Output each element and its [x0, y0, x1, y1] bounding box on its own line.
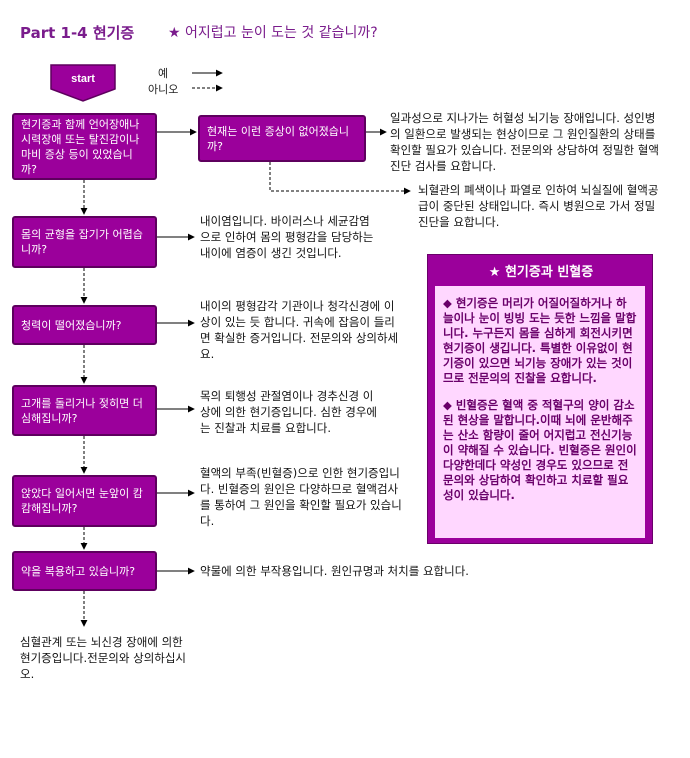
info-panel-body: ◆ 현기증은 머리가 어질어질하거나 하늘이나 눈이 빙빙 도는 듯한 느낌을 … [435, 286, 645, 538]
answer-2: 뇌혈관의 폐색이나 파열로 인하여 뇌실질에 혈액공급이 중단된 상태입니다. … [418, 183, 659, 229]
question-box-2: 현재는 이런 증상이 없어졌습니까? [198, 115, 366, 162]
question-box-5: 고개를 돌리거나 젖히면 더 심해집니까? [12, 385, 157, 436]
answer-4: 내이의 평형감각 기관이나 청각신경에 이상이 있는 듯 합니다. 귀속에 잡음… [200, 299, 399, 361]
start-label: start [71, 73, 95, 85]
answer-8: 심혈관계 또는 뇌신경 장애에 의한 현기증입니다.전문의와 상의하십시오. [20, 635, 187, 681]
answer-5: 목의 퇴행성 관절염이나 경추신경 이상에 의한 현기증입니다. 심한 경우에는… [200, 389, 377, 435]
answer-3: 내이염입니다. 바이러스나 세균감염으로 인하여 몸의 평형감을 담당하는 내이… [200, 214, 374, 260]
question-box-6: 앉았다 일어서면 눈앞이 캄캄해집니까? [12, 475, 157, 527]
part-title: Part 1-4 현기증 [20, 24, 135, 42]
info-panel-title: ★ 현기증과 빈혈증 [488, 265, 594, 280]
legend-yes-label: 예 [158, 67, 169, 80]
question-text-2: 현재는 이런 증상이 없어졌습니까? [207, 124, 350, 153]
info-panel: ★ 현기증과 빈혈증 ◆ 현기증은 머리가 어질어질하거나 하늘이나 눈이 빙빙… [427, 254, 653, 544]
question-box-3: 몸의 균형을 잡기가 어렵습니까? [12, 216, 157, 268]
question-text-7: 약을 복용하고 있습니까? [21, 564, 136, 578]
answer-6: 혈액의 부족(빈혈증)으로 인한 현기증입니다. 빈혈증의 원인은 다양하므로 … [200, 466, 402, 528]
question-text-3: 몸의 균형을 잡기가 어렵습니까? [21, 228, 143, 256]
info-paragraph-dizziness: ◆ 현기증은 머리가 어질어질하거나 하늘이나 눈이 빙빙 도는 듯한 느낌을 … [443, 296, 637, 385]
question-text-5: 고개를 돌리거나 젖히면 더 심해집니까? [21, 396, 143, 425]
question-box-7: 약을 복용하고 있습니까? [12, 551, 157, 591]
question-text-4: 청력이 떨어졌습니까? [21, 318, 122, 332]
no-arrow-q2 [269, 162, 411, 195]
question-box-4: 청력이 떨어졌습니까? [12, 305, 157, 345]
question-box-1: 현기증과 함께 언어장애나 시력장애 또는 탈진감이나 마비 증상 등이 있었습… [12, 113, 157, 180]
question-text-6: 앉았다 일어서면 눈앞이 캄캄해집니까? [21, 487, 143, 515]
question-text-1: 현기증과 함께 언어장애나 시력장애 또는 탈진감이나 마비 증상 등이 있었습… [21, 117, 140, 176]
info-paragraph-anemia: ◆ 빈혈증은 혈액 중 적혈구의 양이 감소된 현상을 말합니다.이때 뇌에 운… [443, 398, 637, 502]
start-arrow-shape: start [50, 64, 116, 102]
answer-1: 일과성으로 지나가는 허혈성 뇌기능 장애입니다. 성인병의 일환으로 발생되는… [390, 111, 659, 173]
main-question: ★ 어지럽고 눈이 도는 것 같습니까? [168, 25, 378, 41]
legend-no-label: 아니오 [148, 83, 179, 96]
answer-7: 약물에 의한 부작용입니다. 원인규명과 처치를 요합니다. [200, 564, 469, 578]
